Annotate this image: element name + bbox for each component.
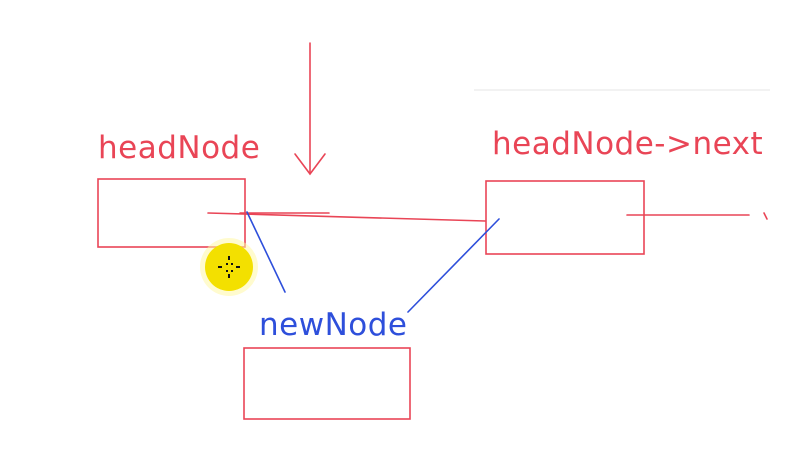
head-next-box — [485, 180, 645, 255]
new-node-box — [243, 347, 411, 420]
head-next-label: headNode->next — [492, 126, 763, 162]
next-pointer-tail — [763, 212, 768, 220]
head-to-new-link — [246, 211, 286, 293]
down-arrow — [294, 42, 326, 176]
move-cursor-icon — [200, 238, 258, 296]
head-next-pointer — [207, 212, 486, 222]
head-node-label: headNode — [98, 130, 260, 166]
new-node-label: newNode — [259, 307, 407, 343]
new-to-next-link — [407, 218, 500, 313]
